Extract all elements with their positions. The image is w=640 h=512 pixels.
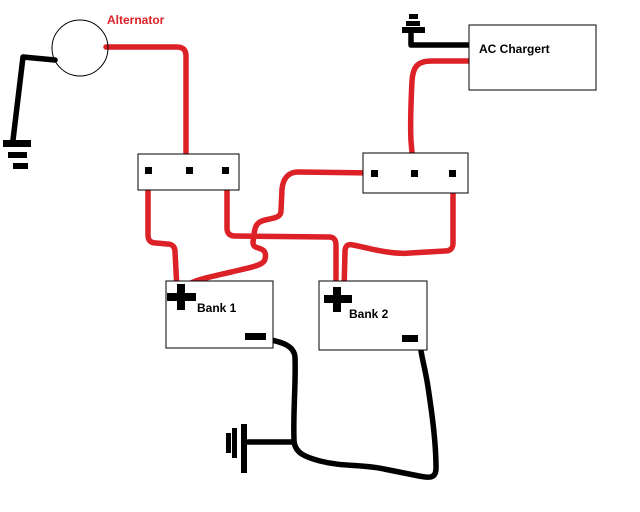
ac-charger-box	[468, 24, 597, 91]
ground-bar	[8, 152, 27, 158]
battery-bank-1: Bank 1	[165, 280, 274, 349]
ground-bar	[13, 163, 28, 169]
wire-bank1-negative-to-ground	[263, 336, 298, 443]
wire-switch1-to-bank2-positive	[224, 173, 339, 294]
alternator: Alternator	[51, 13, 165, 77]
ground-bar	[232, 428, 237, 458]
wire-switch1-to-bank1-positive	[145, 173, 180, 292]
ground-icon-charger	[402, 14, 425, 33]
bank1-label: Bank 1	[197, 301, 237, 315]
bank2-label: Bank 2	[349, 307, 389, 321]
plus-bar	[333, 287, 341, 312]
ground-bar	[402, 27, 425, 33]
minus-terminal-icon	[245, 333, 266, 340]
alternator-label: Alternator	[107, 13, 165, 27]
plus-terminal-icon	[167, 284, 196, 310]
ground-icon-batteries	[226, 424, 247, 473]
terminal-post-icon	[371, 170, 378, 177]
wire-ground-to-bank2-negative	[291, 340, 439, 480]
positive-wires	[103, 44, 472, 299]
ac-charger-label: AC Chargert	[479, 42, 550, 56]
terminal-post-icon	[186, 167, 193, 174]
alternator-body	[51, 19, 109, 77]
wire-alternator-to-ground	[10, 54, 58, 143]
wire-switch2-to-bank1-positive	[177, 169, 378, 299]
plus-terminal-icon	[324, 287, 352, 312]
minus-terminal-icon	[402, 335, 418, 342]
ground-bar	[409, 14, 418, 19]
wire-charger-to-switch2	[407, 58, 472, 171]
terminal-post-icon	[449, 170, 456, 177]
wire-charger-to-ground	[408, 28, 471, 48]
ac-charger: AC Chargert	[468, 24, 597, 91]
negative-wires	[10, 28, 471, 480]
battery-switch-2	[362, 152, 469, 194]
terminal-post-icon	[145, 167, 152, 174]
battery-switch-1	[137, 153, 240, 191]
ground-bar	[406, 21, 420, 26]
plus-bar	[177, 284, 185, 310]
wire-switch2-to-bank2-positive	[341, 175, 456, 294]
ground-bar	[241, 424, 247, 473]
terminal-post-icon	[411, 170, 418, 177]
battery-bank-2: Bank 2	[318, 280, 428, 351]
ground-bar	[226, 433, 231, 453]
terminal-post-icon	[222, 167, 229, 174]
wire-alternator-to-switch1	[103, 44, 189, 169]
ground-bar	[3, 140, 31, 147]
ground-icon-alternator	[3, 140, 31, 169]
